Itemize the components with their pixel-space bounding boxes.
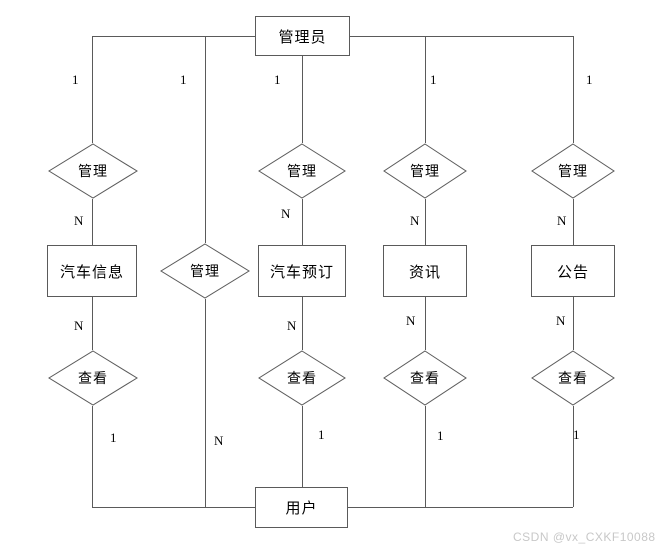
diamond-shape-icon	[531, 143, 615, 199]
relationship-view-car-booking-label: 查看	[287, 370, 317, 386]
relationship-manage-user-label: 管理	[190, 263, 220, 279]
cardinality-label: 1	[586, 72, 593, 87]
relationship-view-notice[interactable]: 查看	[531, 350, 615, 406]
cardinality-label: N	[74, 213, 84, 228]
connector-admin-to-manage-car-info	[92, 36, 93, 143]
diamond-shape-icon	[258, 350, 346, 406]
cardinality-label: 1	[318, 427, 325, 442]
relationship-view-news-label: 查看	[410, 370, 440, 386]
relationship-manage-user[interactable]: 管理	[160, 243, 250, 299]
diamond-shape-icon	[48, 350, 138, 406]
cardinality-label: 1	[437, 428, 444, 443]
connector-news-to-view	[425, 297, 426, 350]
connector-bottom-left-bus	[92, 507, 255, 508]
connector-admin-to-manage-car-booking	[302, 56, 303, 143]
cardinality-label: N	[281, 206, 291, 221]
connector-car-info-to-view	[92, 297, 93, 350]
csdn-watermark: CSDN @vx_CXKF10088	[513, 530, 655, 544]
relationship-manage-car-booking-label: 管理	[287, 163, 317, 179]
relationship-manage-notice[interactable]: 管理	[531, 143, 615, 199]
diamond-shape-icon	[160, 243, 250, 299]
relationship-manage-car-booking[interactable]: 管理	[258, 143, 346, 199]
entity-car-booking[interactable]: 汽车预订	[258, 245, 346, 297]
relationship-view-car-booking[interactable]: 查看	[258, 350, 346, 406]
entity-car-info-label: 汽车信息	[59, 263, 124, 281]
connector-manage-car-booking-to-car-booking	[302, 199, 303, 245]
connector-manage-news-to-news	[425, 199, 426, 245]
entity-admin[interactable]: 管理员	[255, 16, 350, 56]
relationship-manage-car-info-label: 管理	[78, 163, 108, 179]
entity-car-booking-label: 汽车预订	[269, 263, 334, 281]
entity-notice-label: 公告	[556, 263, 589, 281]
cardinality-label: 1	[180, 72, 187, 87]
connector-view-news-to-user	[425, 406, 426, 507]
cardinality-label: N	[406, 313, 416, 328]
cardinality-label: 1	[110, 430, 117, 445]
cardinality-label: 1	[274, 72, 281, 87]
entity-news-label: 资讯	[408, 263, 441, 281]
connector-top-right-bus	[350, 36, 573, 37]
cardinality-label: 1	[72, 72, 79, 87]
cardinality-label: N	[74, 318, 84, 333]
relationship-view-car-info-label: 查看	[78, 370, 108, 386]
cardinality-label: N	[556, 313, 566, 328]
diamond-shape-icon	[258, 143, 346, 199]
connector-view-car-booking-to-user	[302, 406, 303, 487]
entity-user-label: 用户	[285, 500, 318, 517]
connector-notice-to-view	[573, 297, 574, 350]
connector-manage-notice-to-notice	[573, 199, 574, 245]
entity-car-info[interactable]: 汽车信息	[47, 245, 137, 297]
cardinality-label: N	[214, 433, 224, 448]
relationship-manage-car-info[interactable]: 管理	[48, 143, 138, 199]
diamond-shape-icon	[383, 143, 467, 199]
entity-admin-label: 管理员	[278, 28, 327, 46]
diamond-shape-icon	[531, 350, 615, 406]
relationship-manage-notice-label: 管理	[558, 163, 588, 179]
cardinality-label: N	[410, 213, 420, 228]
connector-manage-user-to-user	[205, 299, 206, 507]
connector-manage-car-info-to-car-info	[92, 199, 93, 245]
connector-car-booking-to-view	[302, 297, 303, 350]
diamond-shape-icon	[48, 143, 138, 199]
relationship-view-car-info[interactable]: 查看	[48, 350, 138, 406]
entity-user[interactable]: 用户	[255, 487, 348, 528]
connector-admin-to-manage-notice	[573, 36, 574, 143]
connector-bottom-right-bus	[348, 507, 573, 508]
cardinality-label: N	[557, 213, 567, 228]
cardinality-label: 1	[573, 427, 580, 442]
relationship-manage-news[interactable]: 管理	[383, 143, 467, 199]
connector-view-notice-to-user	[573, 406, 574, 507]
relationship-view-news[interactable]: 查看	[383, 350, 467, 406]
connector-view-car-info-to-user	[92, 406, 93, 507]
relationship-manage-news-label: 管理	[410, 163, 440, 179]
cardinality-label: N	[287, 318, 297, 333]
entity-notice[interactable]: 公告	[531, 245, 615, 297]
entity-news[interactable]: 资讯	[383, 245, 467, 297]
connector-admin-to-manage-user	[205, 36, 206, 243]
relationship-view-notice-label: 查看	[558, 370, 588, 386]
diamond-shape-icon	[383, 350, 467, 406]
connector-admin-to-manage-news	[425, 36, 426, 143]
connector-top-left-bus	[92, 36, 255, 37]
cardinality-label: 1	[430, 72, 437, 87]
